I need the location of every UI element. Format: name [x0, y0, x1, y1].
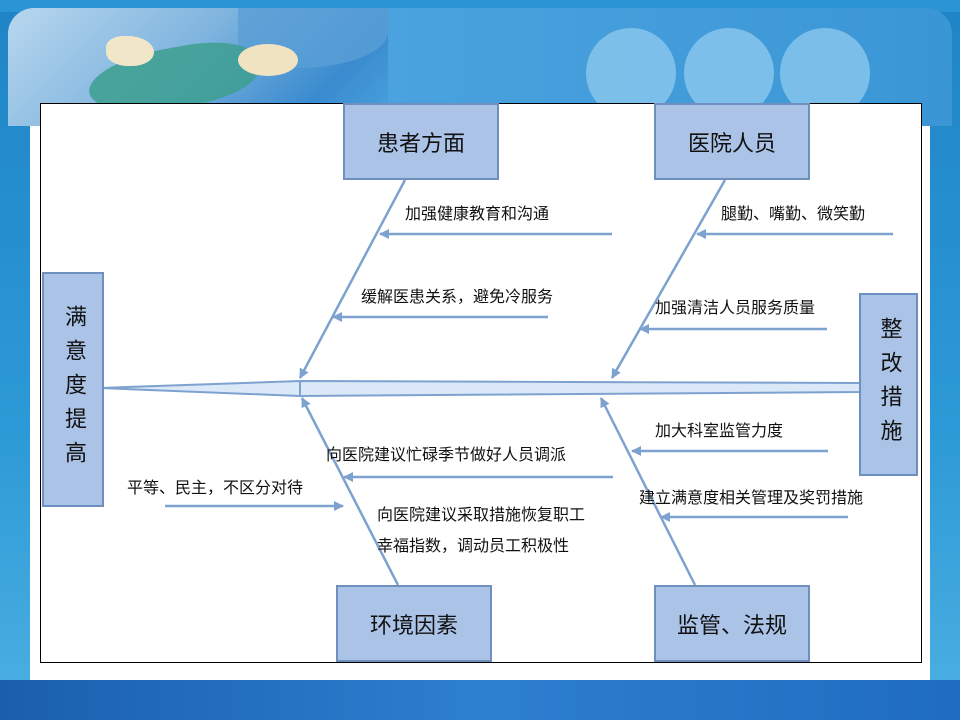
head-label: 整改措施	[876, 316, 902, 453]
bone-top-right	[610, 179, 727, 379]
bone-bottom-right	[599, 397, 697, 586]
category-patient: 患者方面	[343, 103, 499, 180]
category-patient-label: 患者方面	[376, 131, 465, 157]
cause-label: 加强清洁人员服务质量	[655, 298, 816, 317]
cause-label: 加强健康教育和沟通	[405, 204, 550, 223]
cause-label: 向医院建议忙碌季节做好人员调派	[326, 445, 567, 464]
cause-label: 腿勤、嘴勤、微笑勤	[721, 204, 866, 223]
cause-label: 平等、民主，不区分对待	[127, 478, 304, 497]
category-staff: 医院人员	[654, 103, 810, 180]
category-environment-label: 环境因素	[369, 613, 458, 639]
cause-label: 缓解医患关系，避免冷服务	[361, 287, 554, 306]
bone-top-left	[298, 179, 407, 379]
cause-label: 加大科室监管力度	[655, 421, 784, 440]
category-environment: 环境因素	[336, 585, 492, 662]
spine-arrow	[99, 379, 861, 398]
cause-label: 向医院建议采取措施恢复职工	[377, 505, 586, 524]
category-staff-label: 医院人员	[687, 131, 776, 157]
category-regulation-label: 监管、法规	[676, 613, 787, 639]
cause-label: 幸福指数，调动员工积极性	[377, 536, 570, 555]
category-regulation: 监管、法规	[654, 585, 810, 662]
tail-label: 满意度提高	[61, 304, 86, 475]
cause-label: 建立满意度相关管理及奖罚措施	[639, 488, 864, 507]
tail-box: 满意度提高	[42, 272, 104, 507]
bone-bottom-left	[300, 397, 400, 586]
footer-bar	[0, 680, 960, 720]
head-box: 整改措施	[859, 293, 918, 476]
